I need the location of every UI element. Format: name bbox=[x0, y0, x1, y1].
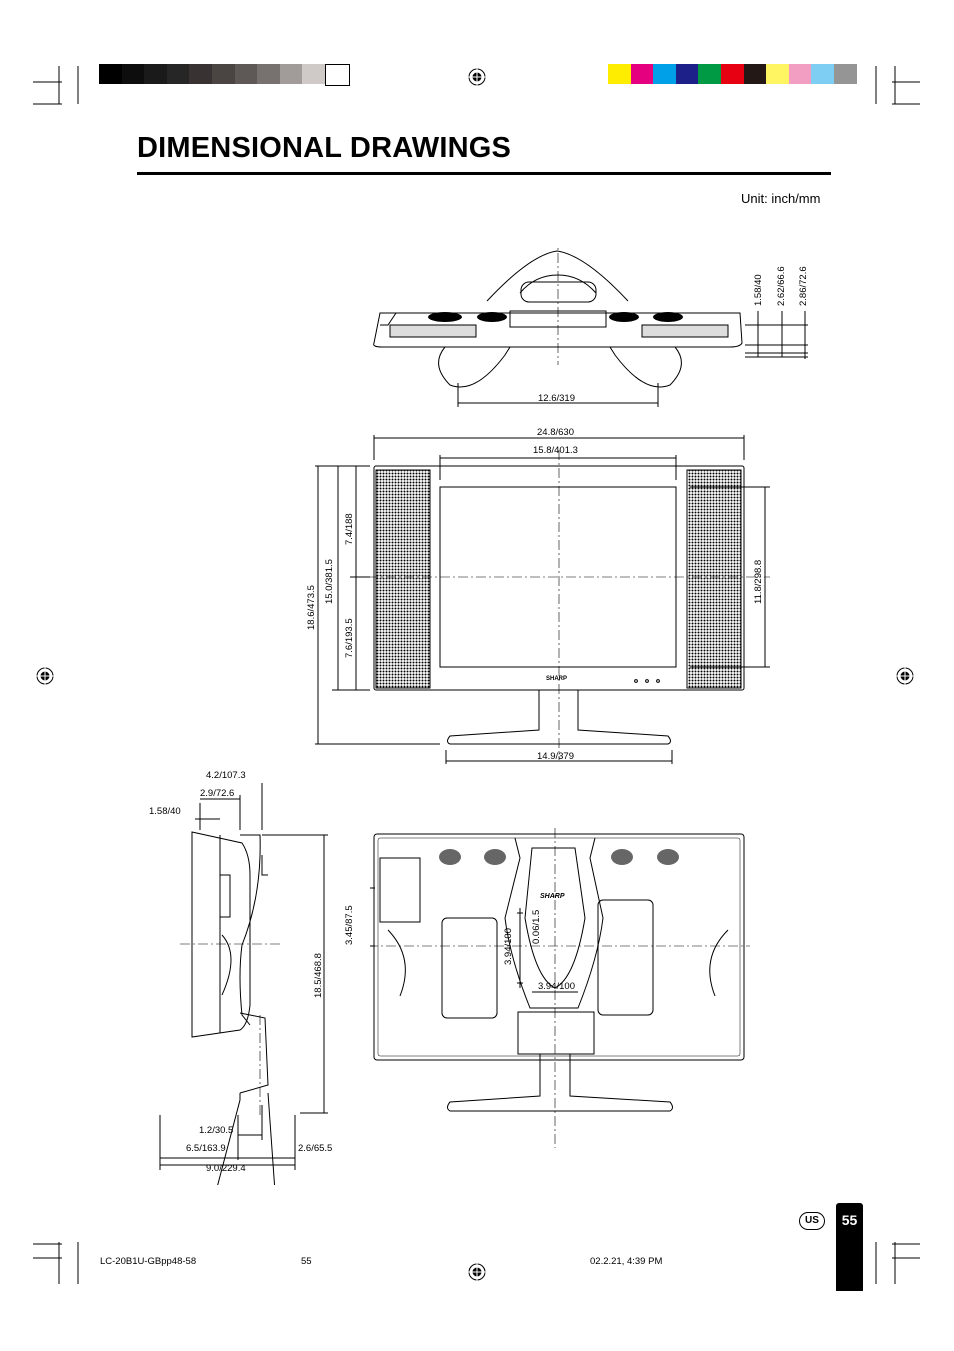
side-depth-2: 2.9/72.6 bbox=[200, 788, 235, 799]
top-depth-label-3: 2.86/72.6 bbox=[798, 266, 809, 306]
top-depth-label-2: 2.62/66.6 bbox=[776, 266, 787, 306]
side-height: 18.5/468.8 bbox=[313, 953, 324, 998]
page-number: 55 bbox=[841, 1212, 858, 1228]
calibration-swatch bbox=[811, 64, 834, 84]
calibration-swatch bbox=[698, 64, 721, 84]
calibration-swatch bbox=[166, 64, 190, 84]
top-view-drawing bbox=[373, 245, 808, 407]
side-base-4: 9.0/229.4 bbox=[206, 1163, 246, 1174]
rear-offset: 3.45/87.5 bbox=[344, 905, 355, 945]
front-overall-height: 18.6/473.5 bbox=[306, 585, 317, 630]
calibration-swatch bbox=[121, 64, 145, 84]
calibration-swatch bbox=[99, 64, 122, 84]
rear-brand-logo: SHARP bbox=[540, 893, 565, 900]
side-depth-1: 4.2/107.3 bbox=[206, 770, 246, 781]
calibration-swatch bbox=[653, 64, 676, 84]
page-title: DIMENSIONAL DRAWINGS bbox=[137, 132, 512, 164]
unit-label: Unit: inch/mm bbox=[741, 191, 821, 206]
calibration-swatch bbox=[788, 64, 812, 84]
side-base-2: 6.5/163.9 bbox=[186, 1143, 226, 1154]
calibration-swatch bbox=[144, 64, 167, 84]
page-number-tab bbox=[836, 1203, 863, 1291]
calibration-swatch bbox=[234, 64, 258, 84]
side-depth-3: 1.58/40 bbox=[149, 806, 181, 817]
registration-marks bbox=[34, 66, 916, 1283]
rear-hole: 0.06/1.5 bbox=[531, 909, 542, 944]
front-brand-logo: SHARP bbox=[546, 676, 567, 682]
calibration-swatch bbox=[302, 64, 325, 84]
rear-view-drawing: SHARP bbox=[370, 828, 750, 1148]
front-body-height: 15.0/381.5 bbox=[324, 559, 335, 604]
side-view-drawing bbox=[159, 783, 328, 1185]
calibration-swatch bbox=[257, 64, 280, 84]
front-overall-width: 24.8/630 bbox=[537, 427, 574, 438]
top-width-label: 12.6/319 bbox=[538, 393, 575, 404]
side-base-1: 1.2/30.5 bbox=[199, 1125, 234, 1136]
calibration-swatch bbox=[743, 64, 767, 84]
rear-vesa-vertical: 3.94/100 bbox=[503, 928, 514, 965]
calibration-swatch bbox=[766, 64, 789, 84]
front-upper-half: 7.4/188 bbox=[344, 513, 355, 545]
calibration-swatch bbox=[212, 64, 235, 84]
front-screen-width: 15.8/401.3 bbox=[533, 445, 578, 456]
calibration-swatch bbox=[325, 64, 350, 86]
front-stand-width: 14.9/379 bbox=[537, 751, 574, 762]
calibration-swatch bbox=[630, 64, 654, 84]
calibration-swatch bbox=[834, 64, 857, 84]
footer-file-name: LC-20B1U-GBpp48-58 bbox=[100, 1256, 197, 1267]
title-rule bbox=[137, 172, 831, 175]
side-base-3: 2.6/65.5 bbox=[298, 1143, 333, 1154]
footer-timestamp: 02.2.21, 4:39 PM bbox=[590, 1256, 663, 1267]
us-badge: US bbox=[799, 1212, 825, 1230]
front-view-drawing: SHARP bbox=[315, 435, 770, 764]
front-screen-height: 11.8/298.8 bbox=[753, 559, 764, 604]
calibration-swatch bbox=[675, 64, 699, 84]
front-lower-half: 7.6/193.5 bbox=[344, 618, 355, 658]
footer-file-page: 55 bbox=[301, 1256, 312, 1267]
calibration-swatch bbox=[608, 64, 631, 84]
calibration-swatch bbox=[189, 64, 212, 84]
rear-vesa-horizontal: 3.94/100 bbox=[538, 981, 575, 992]
calibration-swatch bbox=[721, 64, 744, 84]
calibration-swatch bbox=[279, 64, 303, 84]
top-depth-label-1: 1.58/40 bbox=[753, 274, 764, 306]
